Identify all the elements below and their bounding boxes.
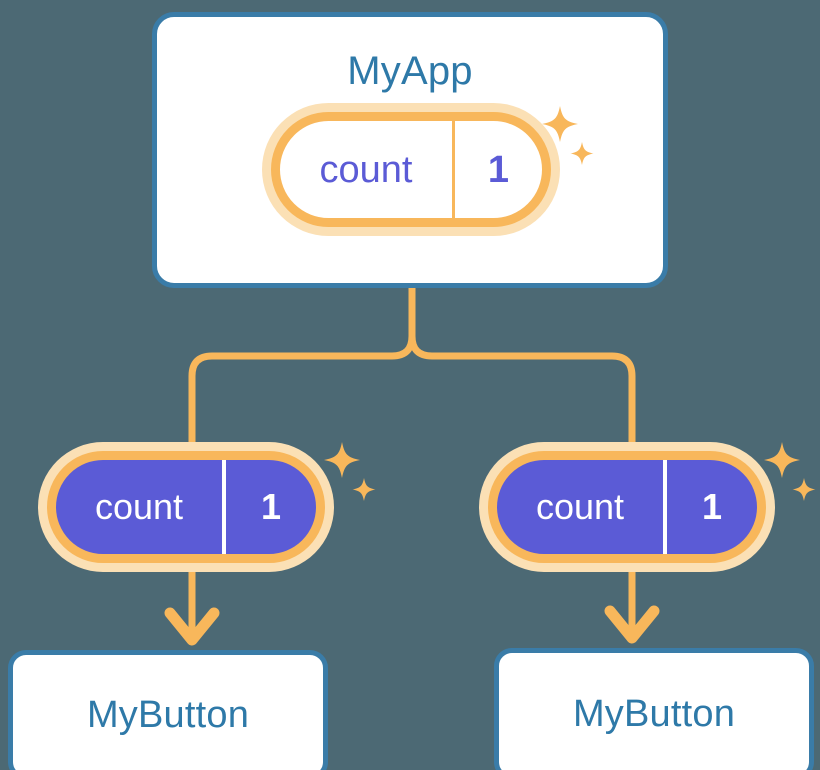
state-pill-body: count 1: [47, 451, 325, 563]
connector-to-right-child: [408, 335, 636, 452]
state-pill-myapp[interactable]: count 1: [271, 112, 551, 227]
state-value-label: 1: [701, 486, 723, 527]
state-key-label: count: [280, 121, 455, 218]
component-title-mybutton-left: MyButton: [86, 694, 250, 736]
state-key-label: count: [497, 460, 667, 554]
component-title-mybutton-right: MyButton: [572, 693, 736, 735]
connector-to-left-child: [188, 335, 416, 452]
state-value-label: 1: [487, 148, 510, 191]
sparkle-icon-child-left: [324, 442, 376, 501]
state-pill-body: count 1: [271, 112, 551, 227]
component-card-mybutton-left[interactable]: MyButton: [8, 650, 328, 770]
sparkle-icon-child-right: [764, 442, 816, 501]
arrow-down-icon-right: [604, 572, 660, 644]
state-pill-body: count 1: [488, 451, 766, 563]
state-value-label: 1: [260, 486, 282, 527]
state-pill-child-left[interactable]: count 1: [47, 451, 325, 563]
component-card-mybutton-right[interactable]: MyButton: [494, 648, 814, 770]
state-key-label: count: [56, 460, 226, 554]
arrow-down-icon-left: [164, 572, 220, 646]
component-title-myapp: MyApp: [347, 49, 473, 93]
state-pill-child-right[interactable]: count 1: [488, 451, 766, 563]
